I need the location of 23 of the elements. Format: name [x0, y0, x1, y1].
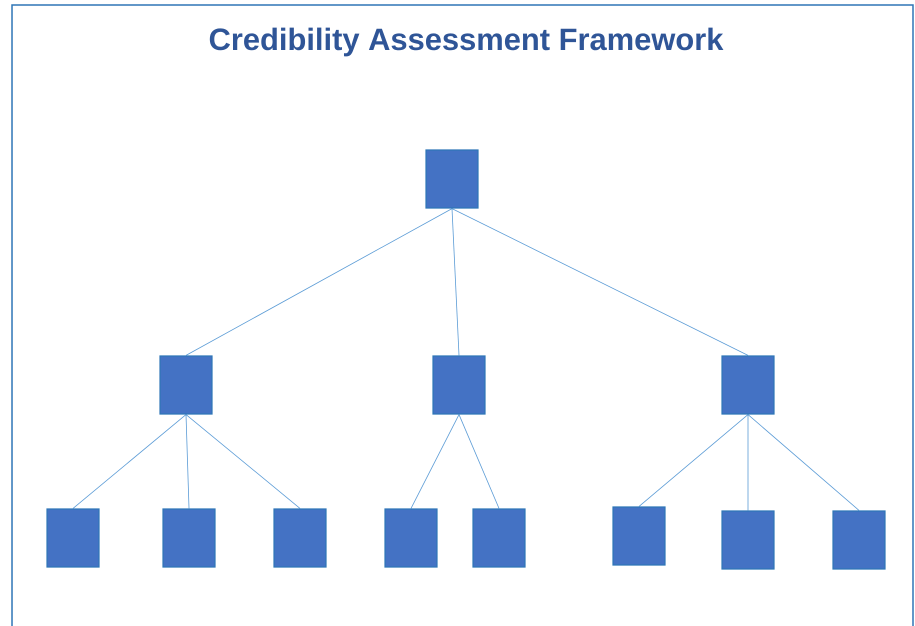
square-box: [721, 355, 775, 415]
square-box: [425, 149, 479, 209]
connector-line: [410, 414, 460, 509]
connector-line: [186, 414, 300, 509]
connector-line: [458, 414, 500, 509]
connector-line: [452, 208, 460, 356]
connector-line: [748, 414, 860, 511]
connector-line: [452, 208, 748, 356]
connector-line: [186, 208, 452, 356]
square-box: [832, 510, 886, 570]
square-box: [721, 510, 775, 570]
connector-line: [638, 414, 748, 507]
square-box: [384, 508, 438, 568]
title: Credibility Assessment Framework: [210, 28, 724, 56]
square-box: [46, 508, 100, 568]
square-box: [162, 508, 216, 568]
connector-line: [72, 414, 186, 509]
square-box: [273, 508, 327, 568]
square-box: [472, 508, 526, 568]
square-box: [159, 355, 213, 415]
connector-line: [186, 414, 190, 509]
square-box: [612, 506, 666, 566]
square-box: [432, 355, 486, 415]
